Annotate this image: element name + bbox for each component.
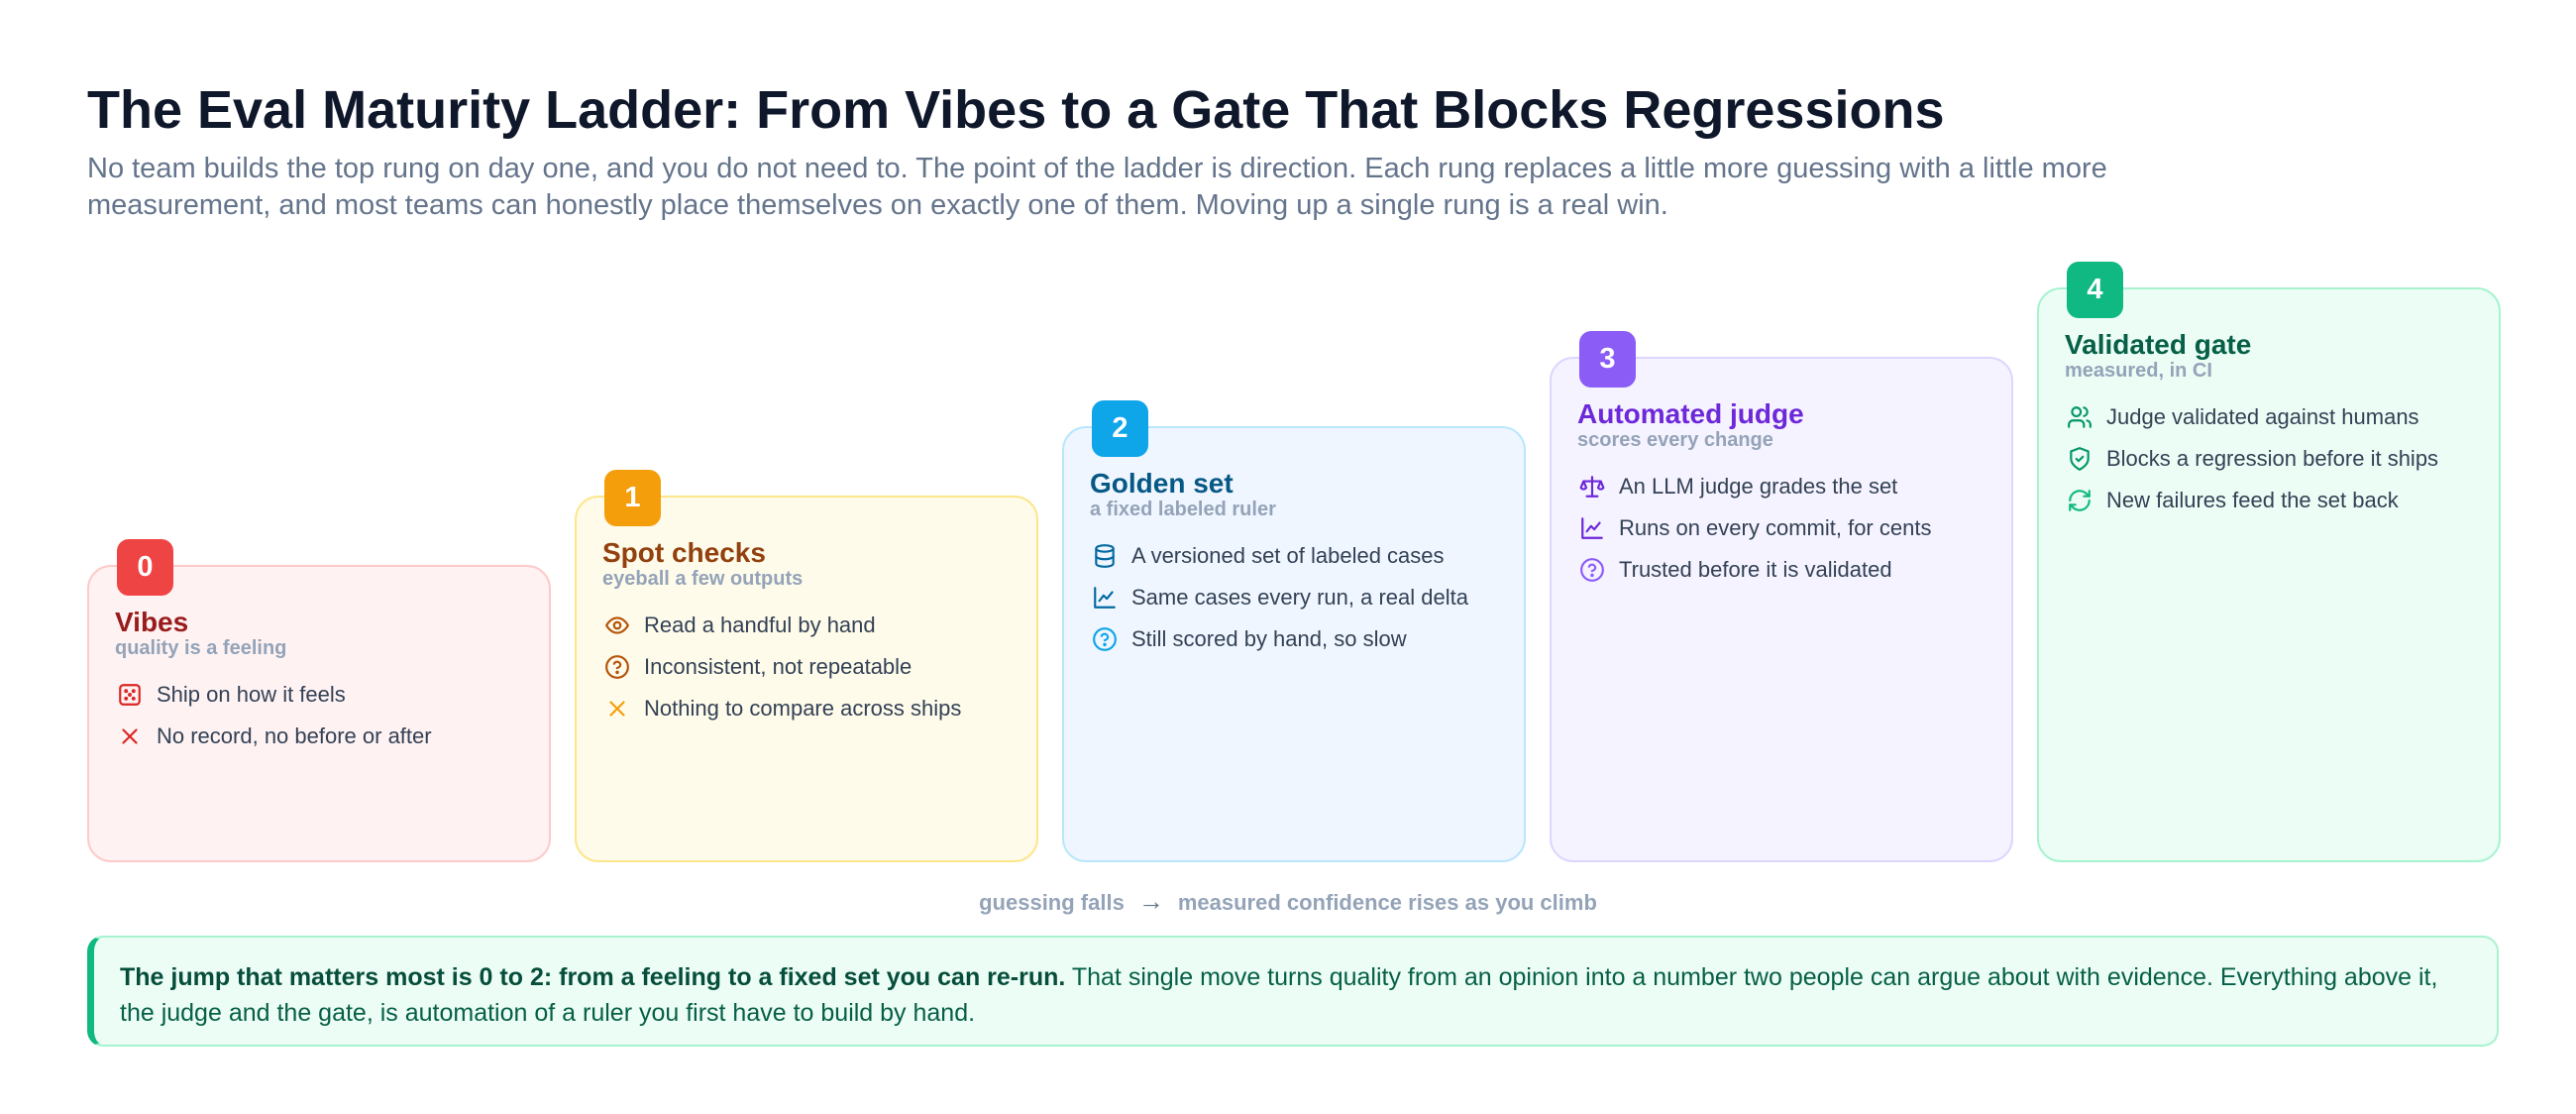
- rung-badge: 4: [2067, 262, 2123, 318]
- rung-item-text: Ship on how it feels: [157, 682, 346, 707]
- x-icon: [117, 724, 143, 749]
- rung-0: 0 Vibes quality is a feeling Ship on how…: [87, 539, 551, 862]
- line-chart-icon: [1579, 515, 1605, 541]
- dice-icon: [117, 682, 143, 708]
- rung-item-text: New failures feed the set back: [2106, 488, 2399, 512]
- rung-item-text: Read a handful by hand: [644, 613, 876, 637]
- rung-item: Nothing to compare across ships: [604, 688, 1024, 729]
- rung-item-text: Inconsistent, not repeatable: [644, 654, 912, 679]
- page-subtitle: No team builds the top rung on day one, …: [87, 153, 2107, 221]
- question-circle-icon: [1092, 626, 1118, 652]
- rung-badge: 0: [117, 539, 173, 596]
- rung-item: No record, no before or after: [117, 716, 537, 757]
- rung-title: Spot checks: [602, 537, 766, 568]
- callout-text: That single move turns quality from an o…: [120, 963, 2438, 1027]
- callout-box: The jump that matters most is 0 to 2: fr…: [87, 936, 2499, 1047]
- rung-title: Automated judge: [1577, 398, 1804, 429]
- question-circle-icon: [1579, 557, 1605, 583]
- rung-item-text: A versioned set of labeled cases: [1131, 543, 1445, 568]
- callout-bold: The jump that matters most is 0 to 2: fr…: [120, 963, 1066, 991]
- rung-item-text: An LLM judge grades the set: [1619, 474, 1898, 499]
- rung-title: Golden set: [1090, 468, 1234, 499]
- question-circle-icon: [604, 654, 630, 680]
- rung-title: Validated gate: [2065, 329, 2252, 360]
- rung-item-text: Nothing to compare across ships: [644, 696, 962, 721]
- rung-badge: 3: [1579, 331, 1636, 388]
- rung-item: A versioned set of labeled cases: [1092, 535, 1512, 577]
- axis-left-text: guessing falls: [979, 890, 1125, 915]
- scale-icon: [1579, 474, 1605, 500]
- rung-item-text: Still scored by hand, so slow: [1131, 626, 1407, 651]
- rung-item-text: Trusted before it is validated: [1619, 557, 1892, 582]
- rung-item: Runs on every commit, for cents: [1579, 507, 1999, 549]
- arrow-right-icon: →: [1137, 886, 1164, 916]
- rung-subtitle: measured, in CI: [2065, 360, 2212, 382]
- rung-item-text: Runs on every commit, for cents: [1619, 515, 1932, 540]
- rung-4: 4 Validated gate measured, in CI Judge v…: [2037, 262, 2501, 862]
- rung-item: Same cases every run, a real delta: [1092, 577, 1512, 618]
- rung-item: Trusted before it is validated: [1579, 549, 1999, 591]
- rung-1: 1 Spot checks eyeball a few outputs Read…: [575, 470, 1038, 862]
- rung-item: Blocks a regression before it ships: [2067, 438, 2487, 480]
- rung-title: Vibes: [115, 607, 189, 637]
- ladder-axis-label: guessing falls → measured confidence rises…: [0, 886, 2576, 917]
- x-icon: [604, 696, 630, 722]
- rung-item: Still scored by hand, so slow: [1092, 618, 1512, 660]
- rung-subtitle: quality is a feeling: [115, 637, 287, 659]
- rung-item: An LLM judge grades the set: [1579, 466, 1999, 507]
- rung-item-text: No record, no before or after: [157, 724, 432, 748]
- page-title: The Eval Maturity Ladder: From Vibes to …: [87, 80, 1945, 140]
- rung-item-text: Blocks a regression before it ships: [2106, 446, 2439, 471]
- axis-right-text: measured confidence rises as you climb: [1177, 890, 1597, 915]
- rung-item: Read a handful by hand: [604, 605, 1024, 646]
- rung-item: Ship on how it feels: [117, 674, 537, 716]
- line-chart-icon: [1092, 585, 1118, 611]
- rung-subtitle: scores every change: [1577, 429, 1773, 451]
- rung-subtitle: a fixed labeled ruler: [1090, 499, 1276, 520]
- shield-check-icon: [2067, 446, 2093, 472]
- rung-item: Inconsistent, not repeatable: [604, 646, 1024, 688]
- users-icon: [2067, 404, 2093, 430]
- database-icon: [1092, 543, 1118, 569]
- rung-item-text: Judge validated against humans: [2106, 404, 2419, 429]
- rung-item: Judge validated against humans: [2067, 396, 2487, 438]
- rung-item-text: Same cases every run, a real delta: [1131, 585, 1468, 610]
- rung-badge: 2: [1092, 400, 1148, 457]
- rung-subtitle: eyeball a few outputs: [602, 568, 804, 590]
- rung-badge: 1: [604, 470, 661, 526]
- rung-2: 2 Golden set a fixed labeled ruler A ver…: [1062, 400, 1526, 862]
- rung-item: New failures feed the set back: [2067, 480, 2487, 521]
- eye-icon: [604, 613, 630, 638]
- rung-3: 3 Automated judge scores every change An…: [1550, 331, 2013, 862]
- refresh-icon: [2067, 488, 2093, 513]
